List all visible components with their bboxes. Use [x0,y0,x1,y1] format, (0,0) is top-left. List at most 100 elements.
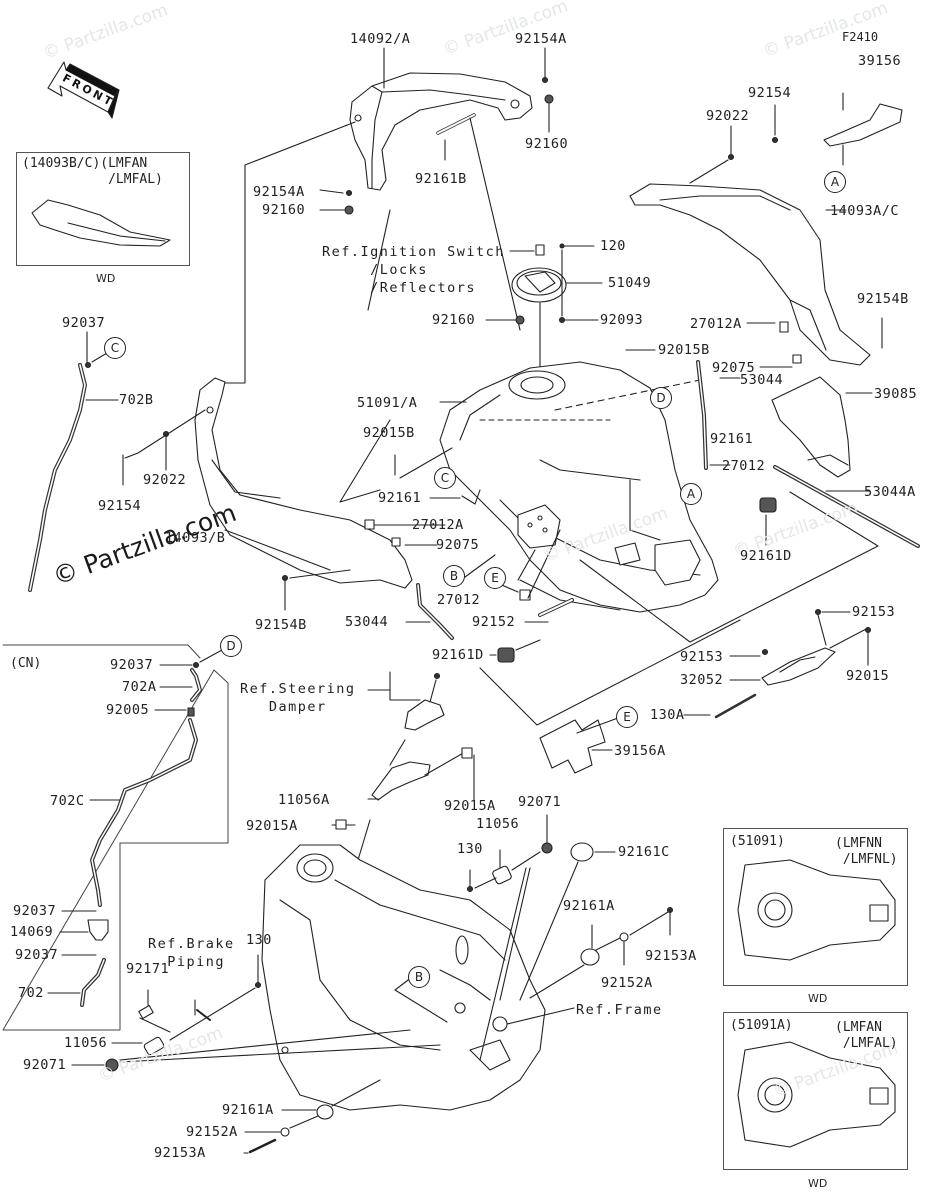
part-label[interactable]: 92022 [143,472,187,488]
part-label[interactable]: 51049 [608,275,652,291]
part-label[interactable]: 120 [600,238,626,254]
part-label[interactable]: 92152A [186,1124,238,1140]
part-label[interactable]: 92160 [432,312,476,328]
part-label[interactable]: 92037 [13,903,57,919]
part-label[interactable]: 92160 [525,136,569,152]
part-label[interactable]: 130A [650,707,685,723]
part-label[interactable]: 39156A [614,743,666,759]
part-label[interactable]: 92154 [98,498,142,514]
part-label[interactable]: 92005 [106,702,150,718]
part-label[interactable]: 11056A [278,792,330,808]
part-label[interactable]: 92161 [378,490,422,506]
part-label[interactable]: 92161D [740,548,792,564]
part-label[interactable]: 92154B [857,291,909,307]
callout-b: B [408,966,430,988]
part-label[interactable]: 702A [122,679,157,695]
part-label[interactable]: 92015B [363,425,415,441]
part-label[interactable]: 14093/B [165,530,226,546]
ref-frame: Ref.Frame [576,1002,663,1018]
part-label[interactable]: 702B [119,392,154,408]
inset-tank-51091-models: (LMFNN /LMFNL) [835,836,898,867]
part-label[interactable]: 92093 [600,312,644,328]
steering-damper-bracket-part [371,672,445,801]
part-label[interactable]: 92037 [110,657,154,673]
part-label[interactable]: 92161B [415,171,467,187]
part-label[interactable]: 92161 [710,431,754,447]
part-label[interactable]: 27012A [412,517,464,533]
part-label[interactable]: 27012 [722,458,766,474]
part-label[interactable]: 92161D [432,647,484,663]
part-label[interactable]: 92161C [618,844,670,860]
part-label[interactable]: 92154A [253,184,305,200]
part-label[interactable]: 92154A [515,31,567,47]
part-label[interactable]: 92160 [262,202,306,218]
inset-tank-51091A-models: (LMFAN /LMFAL) [835,1020,898,1051]
part-label[interactable]: 14069 [10,924,54,940]
part-label[interactable]: 92154 [748,85,792,101]
part-label[interactable]: 53044A [864,484,916,500]
tank-pad-decal-part [539,719,606,774]
part-label[interactable]: 92153 [852,604,896,620]
callout-a: A [824,171,846,193]
part-label[interactable]: 702C [50,793,85,809]
part-label[interactable]: 92153A [154,1145,206,1161]
part-label[interactable]: 14092/A [350,31,411,47]
part-label[interactable]: 53044 [345,614,389,630]
part-label[interactable]: 92037 [62,315,106,331]
part-label[interactable]: 92152 [472,614,516,630]
part-label[interactable]: 92161A [563,898,615,914]
part-label[interactable]: 27012 [437,592,481,608]
part-label[interactable]: 11056 [476,816,520,832]
part-label[interactable]: 130 [457,841,483,857]
part-label[interactable]: 92071 [23,1057,67,1073]
part-label[interactable]: 92015A [246,818,298,834]
part-label[interactable]: 92154B [255,617,307,633]
part-label[interactable]: 11056 [64,1035,108,1051]
part-label[interactable]: 51091/A [357,395,418,411]
fuel-tank-part [439,361,719,613]
part-label[interactable]: 92015A [444,798,496,814]
inset-tank-51091-art [737,859,896,961]
ref-ignition-switch: Ref.Ignition Switch /Locks /Reflectors [322,244,505,296]
part-label[interactable]: 27012A [690,316,742,332]
cn-box-title: (CN) [10,656,42,671]
inset-region-label: WD [808,992,828,1005]
inset-tank-51091-box [723,828,908,986]
diagram-code: F2410 [842,30,879,44]
front-arrow-icon [47,61,120,119]
part-label[interactable]: 92037 [15,947,59,963]
part-label[interactable]: 92075 [712,360,756,376]
part-label[interactable]: 92161A [222,1102,274,1118]
part-label[interactable]: 92015 [846,668,890,684]
inset-cover-variant-box [16,152,190,266]
right-side-cover-part [629,183,871,366]
callout-c: C [104,337,126,359]
callout-c: C [434,467,456,489]
part-label[interactable]: 92022 [706,108,750,124]
part-label[interactable]: 92075 [436,537,480,553]
callout-d: D [650,387,672,409]
inset-region-label: WD [808,1177,828,1190]
part-label[interactable]: 32052 [680,672,724,688]
part-label[interactable]: 39156 [858,53,902,69]
part-label[interactable]: 702 [18,985,44,1001]
part-label[interactable]: 92071 [518,794,562,810]
upper-cover-part [349,72,533,191]
part-label[interactable]: 53044 [740,372,784,388]
ref-steering-damper: Ref.Steering Damper [240,681,356,715]
part-label[interactable]: 92153A [645,948,697,964]
ref-brake-piping: Ref.Brake Piping [148,936,235,970]
part-label[interactable]: 130 [246,932,272,948]
part-label[interactable]: 92152A [601,975,653,991]
part-label[interactable]: 92015B [658,342,710,358]
inset-cover-variant-title: (14093B/C)(LMFAN /LMFAL) [22,156,163,187]
part-label[interactable]: 92153 [680,649,724,665]
part-label[interactable]: 92171 [126,961,170,977]
inset-region-label: WD [96,272,116,285]
part-label[interactable]: 14093A/C [830,203,900,219]
inset-tank-51091A-part: (51091A) [730,1018,793,1033]
part-label[interactable]: 39085 [874,386,918,402]
cn-box-outline [2,644,229,1031]
